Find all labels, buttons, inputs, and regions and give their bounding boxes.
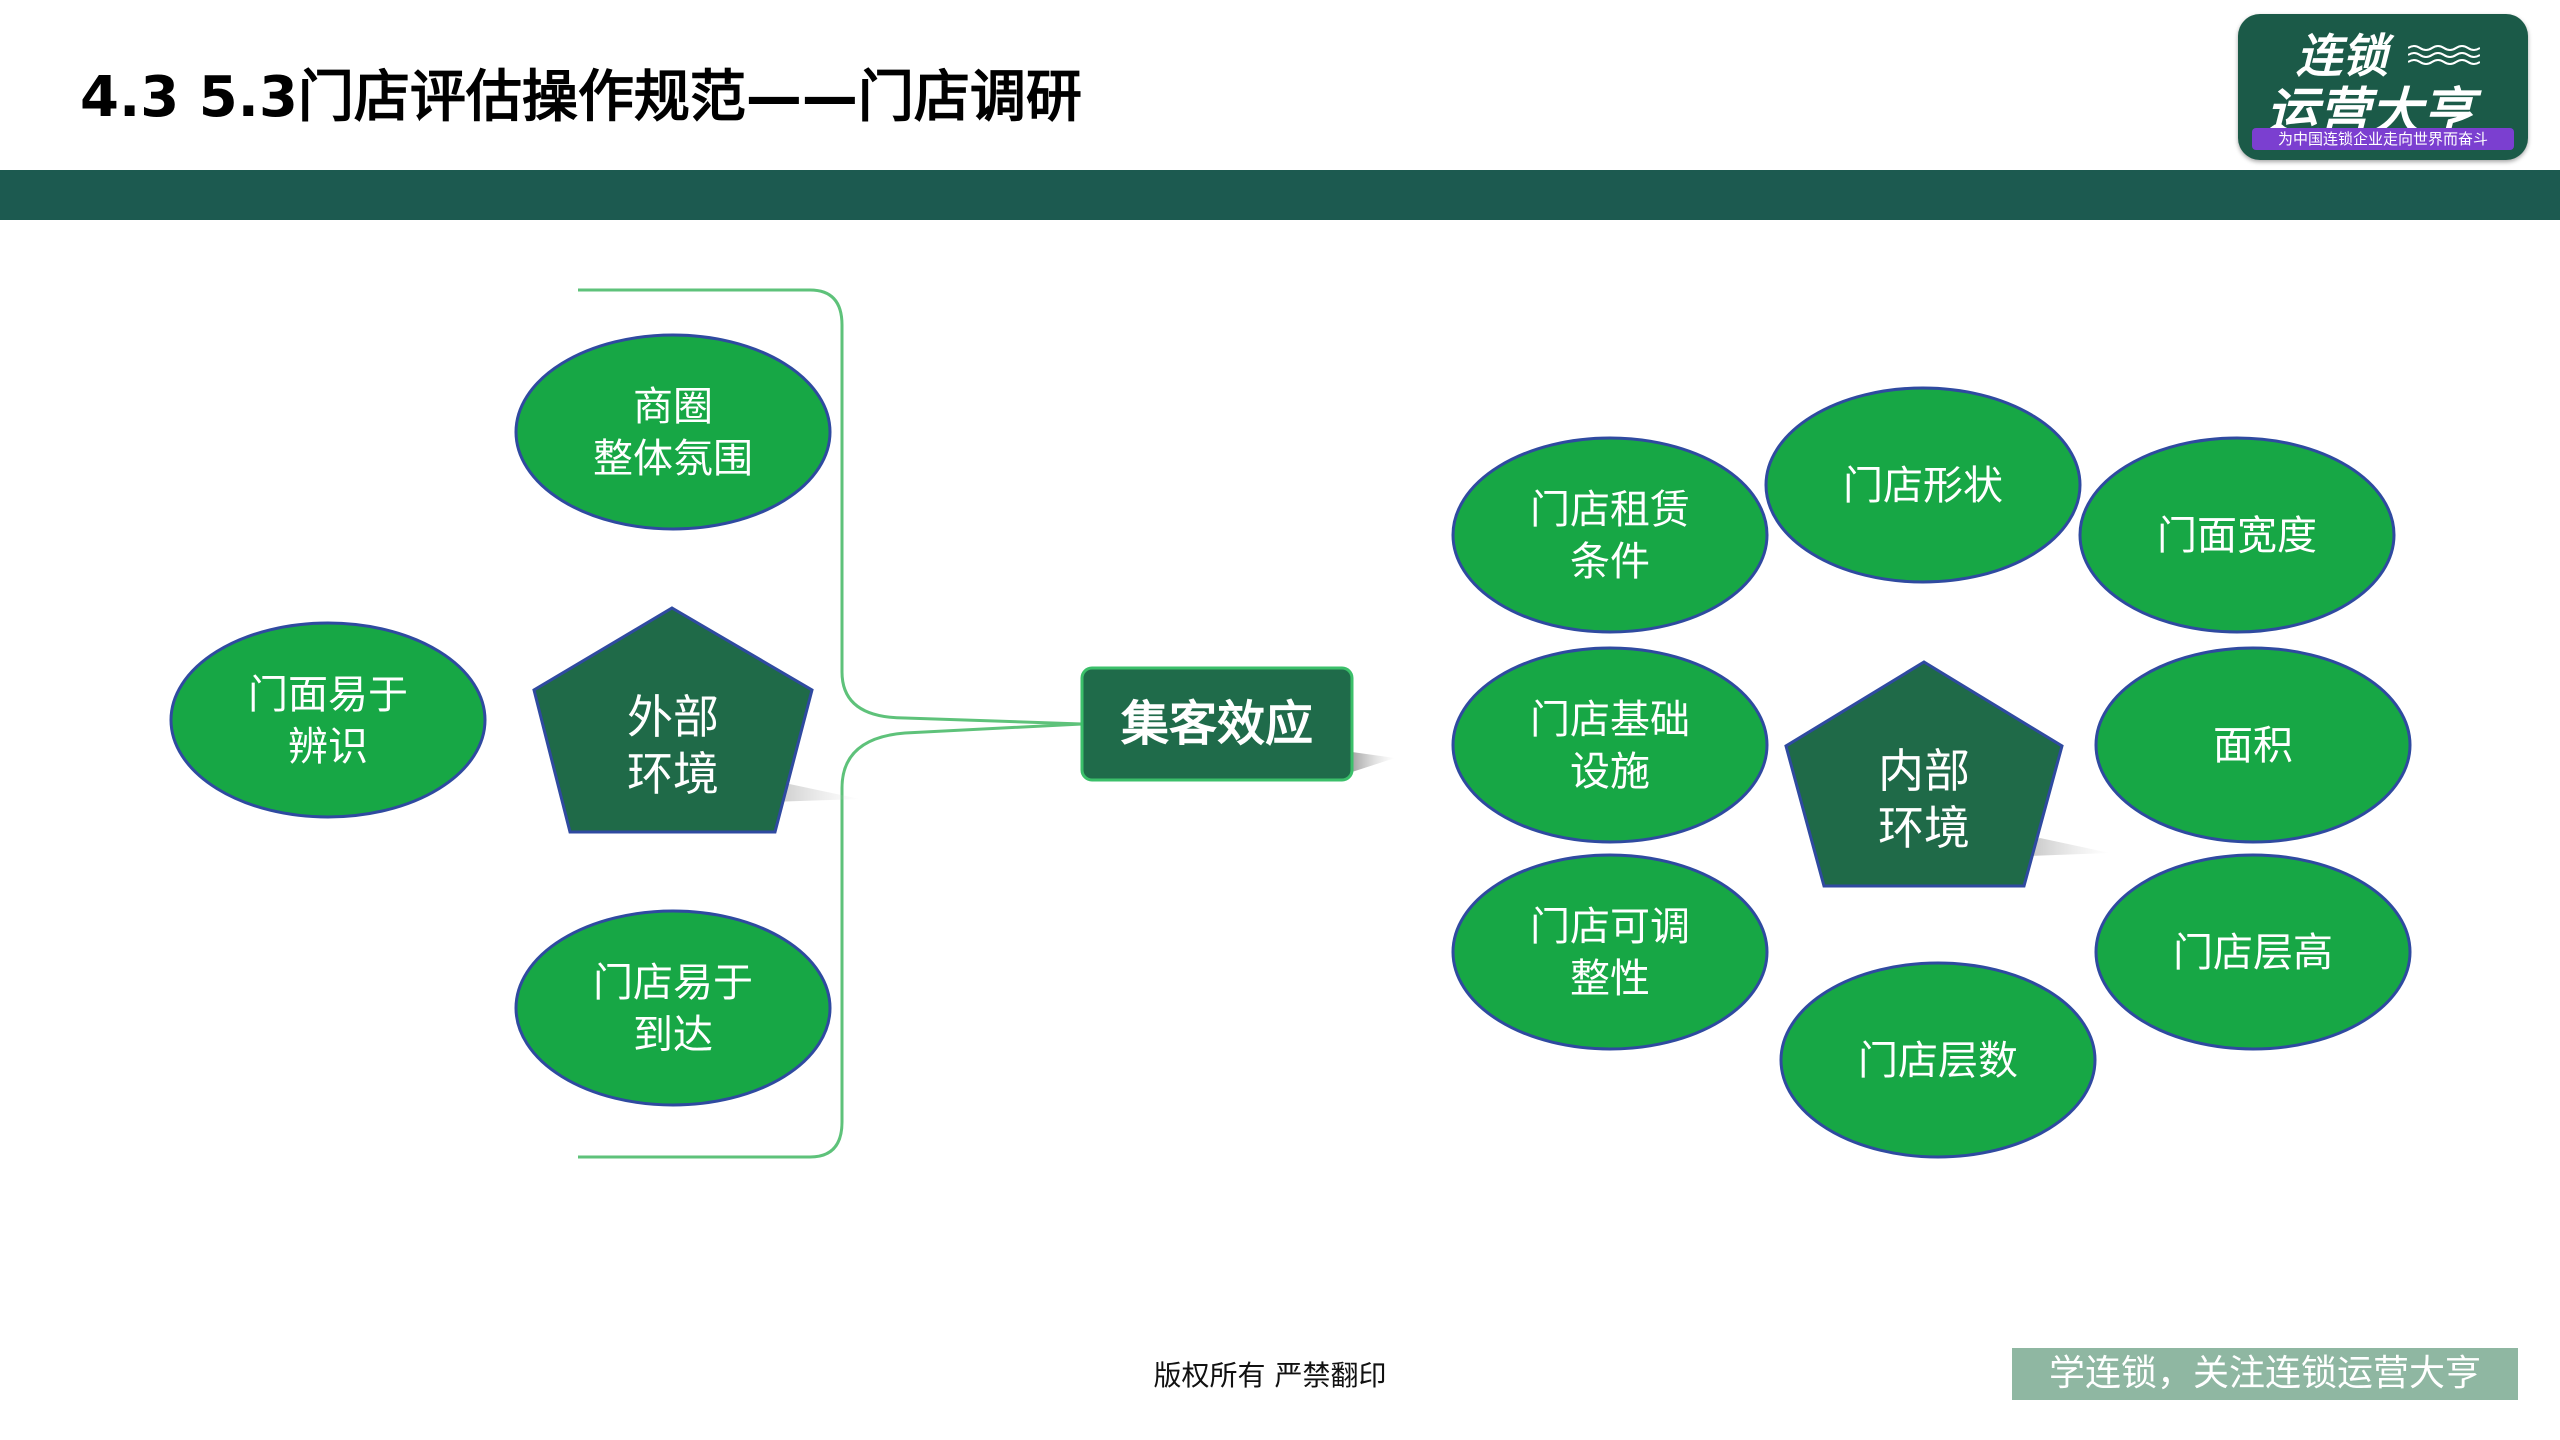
- wave-lines-icon: [2408, 45, 2480, 65]
- external-factor: 商圈 整体氛围: [514, 333, 832, 531]
- brand-logo: 连锁 运营大亨 为中国连锁企业走向世界而奋斗: [2238, 14, 2528, 160]
- logo-tagline: 为中国连锁企业走向世界而奋斗: [2277, 130, 2488, 148]
- factor-line-1: 门面宽度: [2157, 513, 2317, 559]
- connector-bracket: [578, 288, 1083, 1159]
- factor-line-1: 面积: [2213, 723, 2293, 769]
- factor-line-1: 门面易于: [248, 672, 408, 718]
- internal-factor: 门店层数: [1779, 961, 2097, 1159]
- factor-line-2: 设施: [1570, 749, 1650, 795]
- internal-label-line-1: 内部: [1878, 744, 1970, 798]
- external-factor: 门面易于 辨识: [169, 621, 487, 819]
- factor-line-2: 到达: [633, 1012, 713, 1058]
- page-title: 4.3 5.3门店评估操作规范——门店调研: [80, 65, 1082, 130]
- external-environment-pentagon: 外部 环境: [532, 606, 860, 834]
- logo-tagline-strip: 为中国连锁企业走向世界而奋斗: [2252, 128, 2514, 150]
- factor-line-1: 门店基础: [1530, 697, 1690, 743]
- slogan-banner: 学连锁，关注连锁运营大亨: [2012, 1348, 2518, 1400]
- internal-factor: 门店形状: [1764, 386, 2082, 584]
- center-box: 集客效应: [1080, 666, 1395, 782]
- factor-line-1: 门店层数: [1858, 1038, 2018, 1084]
- internal-factor: 门店可调 整性: [1451, 853, 1769, 1051]
- internal-factor: 门店租赁 条件: [1451, 436, 1769, 634]
- external-label-line-1: 外部: [627, 690, 719, 744]
- header-band: [0, 170, 2560, 220]
- internal-label-line-2: 环境: [1878, 801, 1970, 855]
- internal-environment-pentagon: 内部 环境: [1784, 660, 2110, 888]
- factor-line-1: 门店层高: [2173, 930, 2333, 976]
- factor-line-2: 条件: [1570, 539, 1650, 585]
- copyright-footer: 版权所有 严禁翻印: [1153, 1359, 1387, 1392]
- internal-factor: 门店基础 设施: [1451, 646, 1769, 844]
- internal-factor: 面积: [2094, 646, 2412, 844]
- factor-line-2: 整性: [1570, 956, 1650, 1002]
- factor-line-1: 门店可调: [1530, 904, 1690, 950]
- internal-factor: 门面宽度: [2078, 436, 2396, 634]
- factor-line-1: 门店形状: [1843, 463, 2003, 509]
- external-label-line-2: 环境: [627, 747, 719, 801]
- factor-line-1: 门店租赁: [1530, 487, 1690, 533]
- factor-line-1: 门店易于: [593, 960, 753, 1006]
- factor-line-2: 辨识: [288, 724, 368, 770]
- internal-factor: 门店层高: [2094, 853, 2412, 1051]
- center-label: 集客效应: [1120, 696, 1313, 752]
- external-factor: 门店易于 到达: [514, 909, 832, 1107]
- factor-line-1: 商圈: [633, 384, 713, 430]
- logo-line-1: 连锁: [2296, 29, 2388, 83]
- factor-line-2: 整体氛围: [593, 436, 753, 482]
